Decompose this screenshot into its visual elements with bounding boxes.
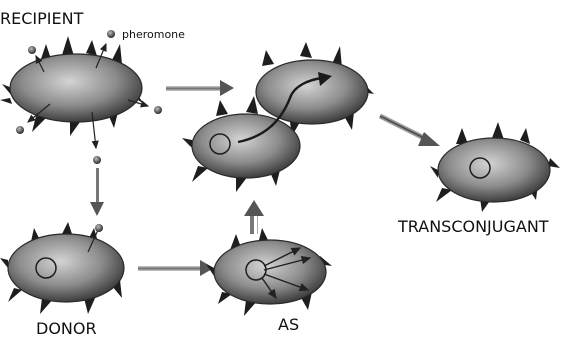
mating-donor-body	[192, 114, 300, 178]
arrow-recipient-to-donor	[90, 168, 104, 216]
arrow-mating-to-transconjugant	[380, 116, 440, 146]
as-label: AS	[278, 315, 299, 334]
pheromone-icon	[16, 126, 24, 134]
pheromone-icon	[93, 156, 101, 164]
pheromone-label: pheromone	[122, 28, 185, 41]
pheromone-icon	[107, 30, 115, 38]
recipient-cell	[0, 36, 144, 136]
recipient-label: RECIPIENT	[0, 9, 84, 28]
pheromone-icon	[154, 106, 162, 114]
as-cell-body	[214, 240, 326, 304]
donor-cell-body	[8, 234, 124, 302]
arrow-donor-to-as	[138, 260, 214, 276]
transconjugant-label: TRANSCONJUGANT	[397, 217, 549, 236]
donor-cell	[0, 222, 124, 314]
transconjugant-cell	[430, 122, 560, 212]
pheromone-icon	[95, 224, 103, 232]
arrow-recipient-to-mating	[166, 80, 234, 96]
mating-recipient-body	[256, 60, 368, 124]
as-cell	[206, 228, 332, 316]
recipient-cell-body	[10, 54, 142, 122]
donor-label: DONOR	[36, 319, 97, 338]
pheromone-icon	[28, 46, 36, 54]
arrow-as-to-mating	[244, 200, 264, 234]
transconjugant-body	[438, 138, 550, 202]
mating-pair	[182, 42, 374, 192]
